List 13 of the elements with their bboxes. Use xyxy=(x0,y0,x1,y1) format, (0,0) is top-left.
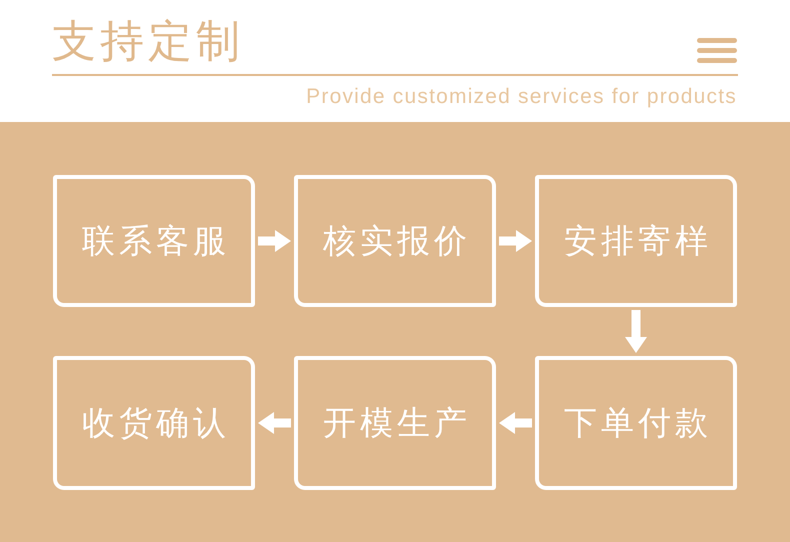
arrow xyxy=(625,310,647,353)
arrow xyxy=(499,230,532,252)
step-box: 联系客服 xyxy=(53,175,255,307)
arrow xyxy=(258,412,291,434)
subtitle: Provide customized services for products xyxy=(306,84,737,110)
step-box: 核实报价 xyxy=(294,175,496,307)
heading: 支持定制 xyxy=(52,15,244,69)
step-box: 收货确认 xyxy=(53,356,255,490)
step-box: 开模生产 xyxy=(294,356,496,490)
arrow xyxy=(258,230,291,252)
arrow xyxy=(499,412,532,434)
step-box: 安排寄样 xyxy=(535,175,737,307)
step-box: 下单付款 xyxy=(535,356,737,490)
